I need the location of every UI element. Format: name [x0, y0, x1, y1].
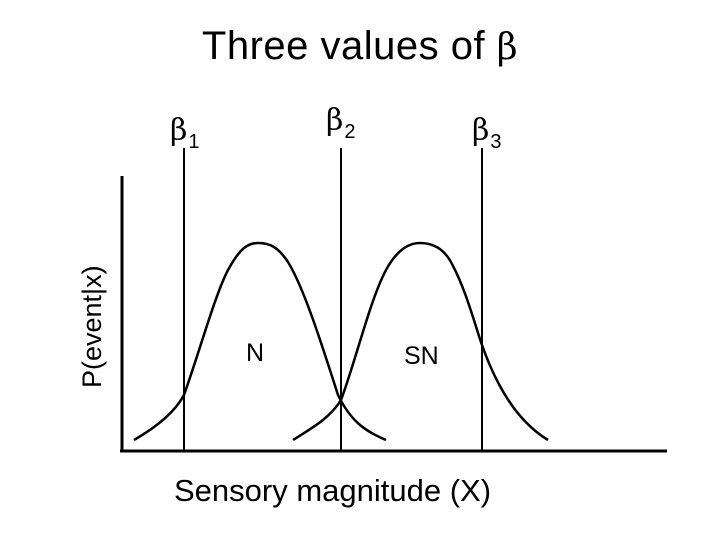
title-beta-symbol: β [496, 27, 519, 68]
x-axis-label: Sensory magnitude (X) [174, 473, 492, 508]
title-text: Three values of [201, 24, 497, 68]
slide-title: Three values of β [0, 22, 720, 72]
noise-distribution-label: N [246, 339, 265, 367]
y-axis-label: P(event|x) [77, 265, 107, 388]
criterion-label-beta-2: β2 [326, 103, 356, 144]
signal-noise-distribution-label: SN [404, 342, 439, 370]
beta-3-subscript: 3 [490, 131, 502, 153]
beta-1-subscript: 1 [188, 131, 200, 153]
beta-2-subscript: 2 [344, 121, 356, 143]
beta-3-symbol: β [472, 113, 490, 148]
noise-distribution-curve [133, 241, 387, 442]
criterion-label-beta-1: β1 [170, 113, 200, 154]
signal-noise-distribution-curve [292, 241, 549, 442]
beta-1-symbol: β [170, 113, 188, 148]
beta-2-symbol: β [326, 103, 344, 138]
criterion-label-beta-3: β3 [472, 113, 502, 154]
